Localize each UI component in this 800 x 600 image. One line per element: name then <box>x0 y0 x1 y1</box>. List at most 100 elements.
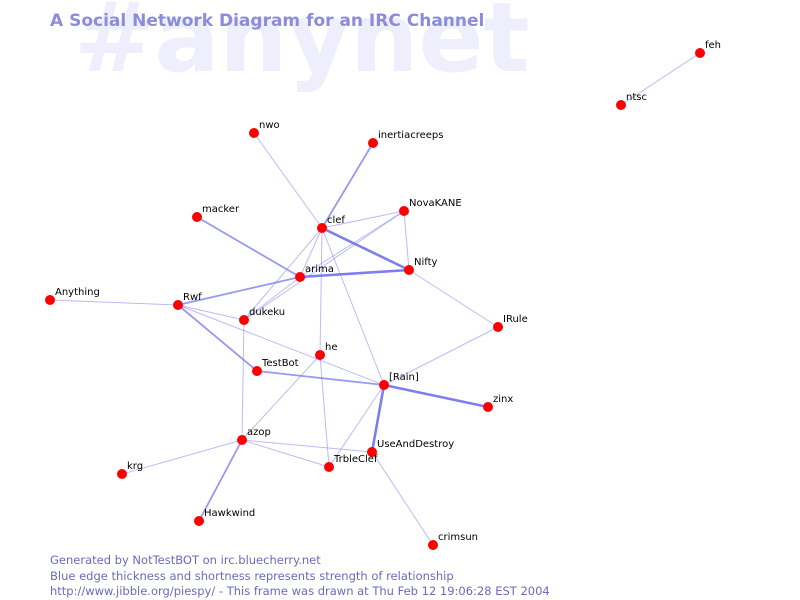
edge-IRain-zinx <box>383 383 489 409</box>
node-NovaKANE: NovaKANE <box>399 198 462 216</box>
edge-dukeku-azop <box>241 319 245 441</box>
node-dot <box>252 366 262 376</box>
node-crimsun: crimsun <box>428 532 478 550</box>
node-label: NovaKANE <box>409 198 462 209</box>
node-label: Anything <box>55 287 100 298</box>
node-dot <box>428 540 438 550</box>
node-dot <box>295 272 305 282</box>
node-label: TrbleClef <box>333 454 378 465</box>
node-label: nwo <box>259 120 280 131</box>
node-dot <box>368 138 378 148</box>
node-label: macker <box>202 204 240 215</box>
node-label: he <box>325 342 338 353</box>
node-ntsc: ntsc <box>616 92 647 110</box>
node-dot <box>194 516 204 526</box>
node-dot <box>695 48 705 58</box>
node-dot <box>399 206 409 216</box>
node-label: Rwf <box>183 292 202 303</box>
node-label: feh <box>705 40 721 51</box>
footer-legend-note: Blue edge thickness and shortness repres… <box>50 569 454 583</box>
node-label: arima <box>305 264 334 275</box>
node-UseAndDestroy: UseAndDestroy <box>367 439 454 457</box>
node-dukeku: dukeku <box>239 307 285 325</box>
node-dot <box>317 223 327 233</box>
node-azop: azop <box>237 427 271 445</box>
node-dot <box>324 462 334 472</box>
node-TestBot: TestBot <box>252 358 299 376</box>
node-dot <box>483 402 493 412</box>
node-macker: macker <box>192 204 240 222</box>
node-nwo: nwo <box>249 120 280 138</box>
edge-Rwf-TestBot <box>177 304 258 372</box>
edges-layer <box>49 52 701 546</box>
edge-UseAndDestroy-crimsun <box>371 451 434 546</box>
node-label: Hawkwind <box>204 508 255 519</box>
node-zinx: zinx <box>483 394 513 412</box>
node-label: zinx <box>493 394 513 405</box>
edge-clef-arima <box>299 227 323 278</box>
edge-NovaKANE-arima <box>299 210 405 278</box>
edge-he-azop <box>241 354 321 441</box>
node-dot <box>117 469 127 479</box>
edge-clef-IRain <box>321 227 385 386</box>
node-TrbleClef: TrbleClef <box>324 454 378 472</box>
node-label: Nifty <box>414 257 438 268</box>
edge-Nifty-IRule <box>408 269 499 328</box>
node-label: crimsun <box>438 532 478 543</box>
edge-azop-Hawkwind <box>198 439 243 522</box>
edge-IRain-TrbleClef <box>328 384 385 468</box>
footer-generated-by: Generated by NotTestBOT on irc.bluecherr… <box>50 553 321 567</box>
node-feh: feh <box>695 40 721 58</box>
node-dot <box>616 100 626 110</box>
node-label: IRule <box>503 314 528 325</box>
edge-clef-Nifty <box>321 226 410 272</box>
node-IRule: IRule <box>493 314 528 332</box>
node-dot <box>249 128 259 138</box>
edge-arima-Nifty <box>299 268 410 279</box>
node-he: he <box>315 342 338 360</box>
node-clef: clef <box>317 215 345 233</box>
node-dot <box>367 447 377 457</box>
node-label: ntsc <box>626 92 647 103</box>
edge-Anything-Rwf <box>49 299 179 306</box>
node-label: azop <box>247 427 271 438</box>
node-Rwf: Rwf <box>173 292 202 310</box>
edge-IRule-IRain <box>383 326 499 386</box>
edge-clef-NovaKANE <box>321 210 405 229</box>
edge-clef-he <box>319 227 323 356</box>
edge-Rwf-dukeku <box>177 304 245 321</box>
edge-arima-dukeku <box>243 276 301 321</box>
edge-azop-TrbleClef <box>241 439 330 468</box>
node-dot <box>493 322 503 332</box>
node-dot <box>192 212 202 222</box>
node-dot <box>379 380 389 390</box>
edge-he-TrbleClef <box>319 354 330 468</box>
edge-IRain-UseAndDestroy <box>370 384 386 453</box>
node-label: clef <box>327 215 345 226</box>
edge-TestBot-IRain <box>256 370 385 386</box>
node-dot <box>173 300 183 310</box>
node-label: inertiacreeps <box>378 130 443 141</box>
node-inertiacreeps: inertiacreeps <box>368 130 443 148</box>
edge-azop-UseAndDestroy <box>241 439 373 453</box>
edge-Rwf-IRain <box>177 304 385 386</box>
edge-NovaKANE-Nifty <box>403 210 410 271</box>
node-krg: krg <box>117 461 143 479</box>
node-dot <box>315 350 325 360</box>
node-Nifty: Nifty <box>404 257 438 275</box>
node-label: TestBot <box>261 358 299 369</box>
node-IRain: [Rain] <box>379 372 419 390</box>
node-dot <box>404 265 414 275</box>
node-arima: arima <box>295 264 334 282</box>
edge-feh-ntsc <box>620 52 701 106</box>
node-dot <box>237 435 247 445</box>
edge-NovaKANE-dukeku <box>243 210 405 321</box>
edge-inertiacreeps-clef <box>321 142 374 229</box>
node-label: [Rain] <box>389 372 419 383</box>
node-label: dukeku <box>249 307 285 318</box>
node-Hawkwind: Hawkwind <box>194 508 255 526</box>
nodes-layer: feh ntsc nwo inertiacreeps macker NovaKANE cle… <box>45 40 721 550</box>
edge-azop-krg <box>121 439 243 475</box>
